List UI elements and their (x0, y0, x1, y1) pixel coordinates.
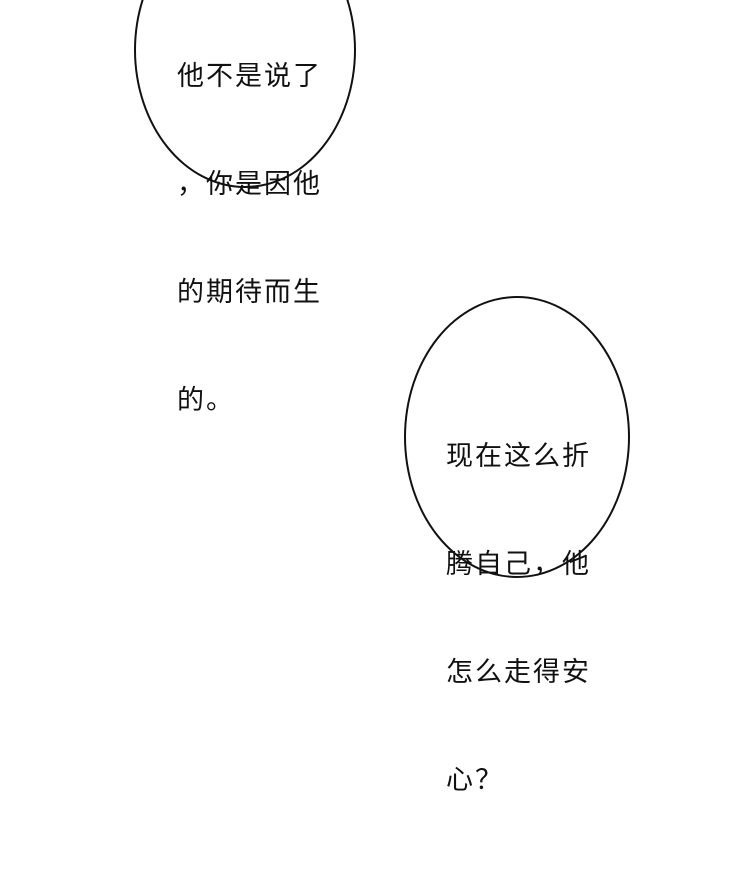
dialogue-line: 他不是说了 (177, 61, 322, 92)
dialogue-line: 心？ (446, 765, 504, 796)
dialogue-line: 怎么走得安 (446, 657, 591, 688)
dialogue-line: ，你是因他 (177, 169, 322, 200)
speech-bubble-top-text: 他不是说了 ，你是因他 的期待而生 的。 (177, 0, 322, 491)
dialogue-line: 的期待而生 (177, 277, 322, 308)
dialogue-line: 的。 (177, 385, 235, 416)
dialogue-line: 腾自己，他 (446, 549, 591, 580)
speech-bubble-bottom-text: 现在这么折 腾自己，他 怎么走得安 心？ (446, 367, 591, 871)
dialogue-line: 现在这么折 (446, 441, 591, 472)
comic-panel: 他不是说了 ，你是因他 的期待而生 的。 现在这么折 腾自己，他 怎么走得安 心… (134, 0, 630, 796)
speech-bubble-bottom (404, 296, 630, 578)
